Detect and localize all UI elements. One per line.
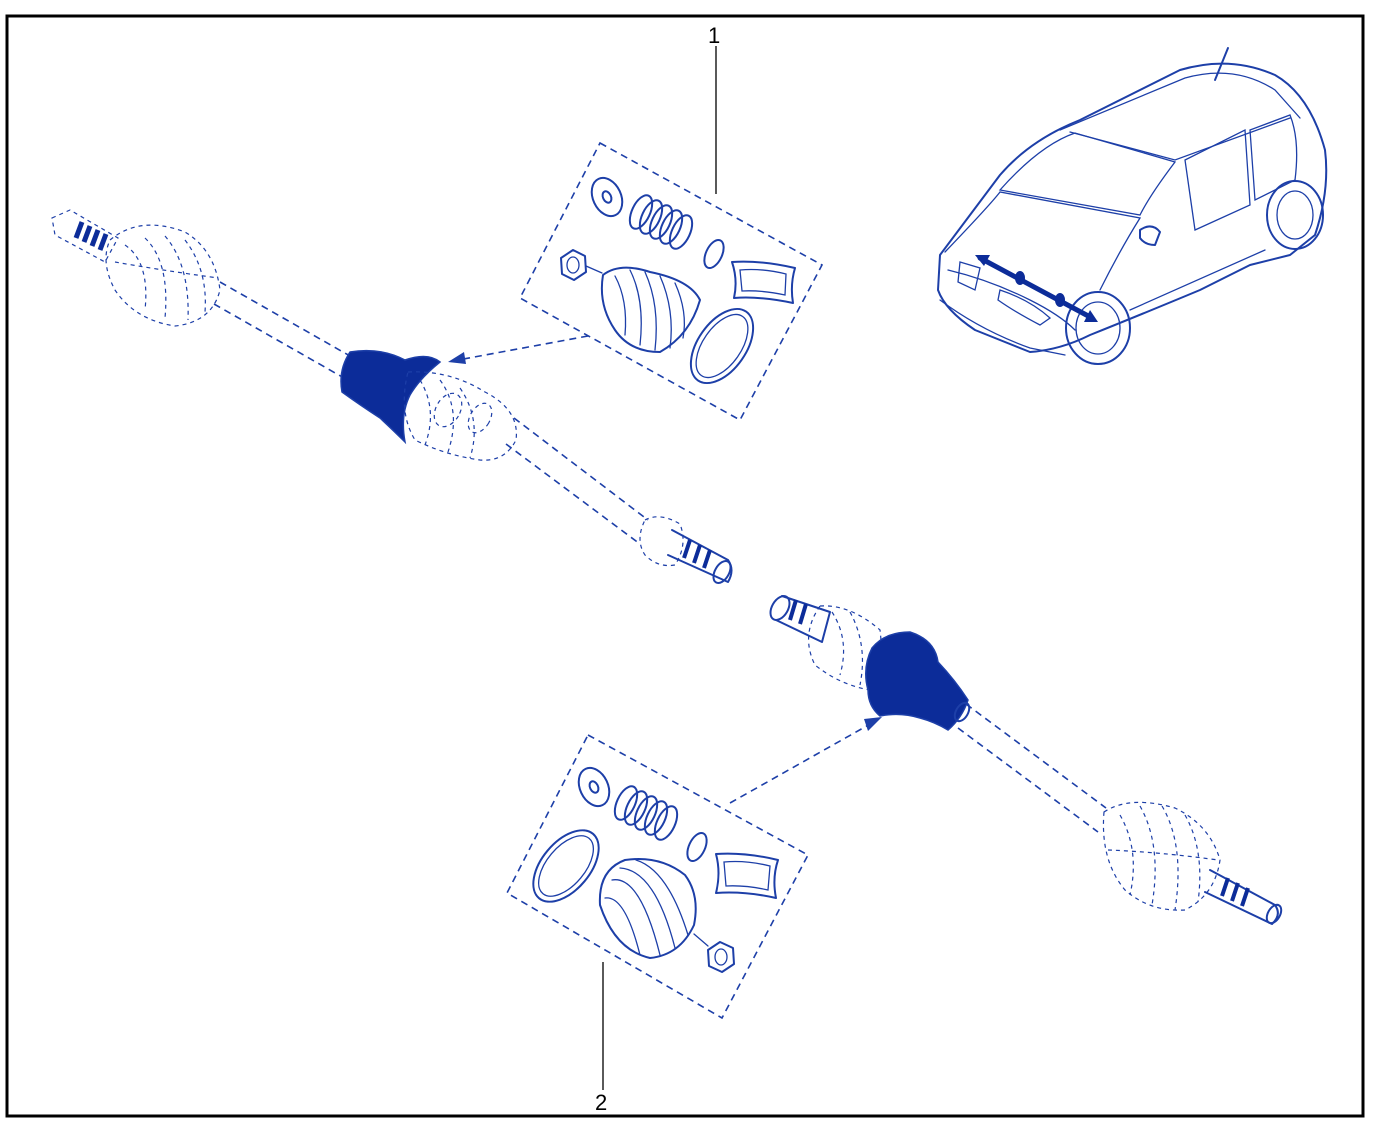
inner-cv-joint-icon: [403, 371, 518, 461]
spline-end-icon: [639, 516, 733, 584]
rear-wheel-icon: [1266, 180, 1324, 250]
spring-icon: [613, 785, 679, 841]
shaft-bar: [957, 703, 1107, 833]
grease-sachet-icon: [731, 260, 796, 304]
boot-collar: [953, 701, 971, 723]
driveshaft-right[interactable]: [767, 593, 1285, 926]
grease-sachet-icon: [715, 852, 779, 899]
outer-cv-joint-icon: [105, 224, 221, 327]
boot-kit-1[interactable]: [448, 141, 824, 422]
diagram-frame: [5, 14, 1365, 1118]
kit-1-outline: [518, 141, 824, 422]
kit-1-guide: [585, 265, 603, 274]
inner-boot-icon: [865, 631, 969, 731]
circlip-icon: [703, 238, 725, 270]
spline-end-icon: [769, 595, 831, 643]
callout-1-label: 1: [708, 23, 720, 48]
boot-kit-2[interactable]: [505, 717, 882, 1020]
vehicle-locator[interactable]: [937, 47, 1328, 365]
front-wheel-icon: [1065, 291, 1131, 365]
kit-1-pointer: [448, 335, 589, 364]
washer-icon: [590, 176, 624, 218]
nut-icon: [707, 941, 735, 973]
shaft-bar: [213, 281, 351, 379]
spring-icon: [628, 194, 694, 250]
shaft-bar: [505, 417, 649, 545]
shaft-stub-icon: [1204, 869, 1283, 925]
nut-icon: [560, 249, 587, 281]
callout-1[interactable]: 1: [708, 23, 720, 194]
circlip-icon: [686, 831, 708, 863]
clamp-ring-icon: [532, 829, 600, 903]
washer-icon: [577, 766, 611, 808]
kit-2-pointer: [729, 717, 882, 804]
driveshaft-left[interactable]: [51, 209, 734, 586]
shaft-stub-icon: [51, 209, 119, 263]
boot-icon: [598, 858, 697, 959]
callout-2-label: 2: [595, 1090, 607, 1115]
kit-2-outline: [505, 733, 810, 1020]
axle-highlight-icon: [975, 255, 1098, 322]
boot-icon: [600, 266, 701, 353]
callout-2[interactable]: 2: [595, 962, 607, 1115]
clamp-ring-icon: [689, 307, 755, 385]
compact-suv-icon: [937, 47, 1328, 365]
inner-boot-icon: [340, 349, 442, 445]
kit-2-guide: [693, 933, 709, 947]
